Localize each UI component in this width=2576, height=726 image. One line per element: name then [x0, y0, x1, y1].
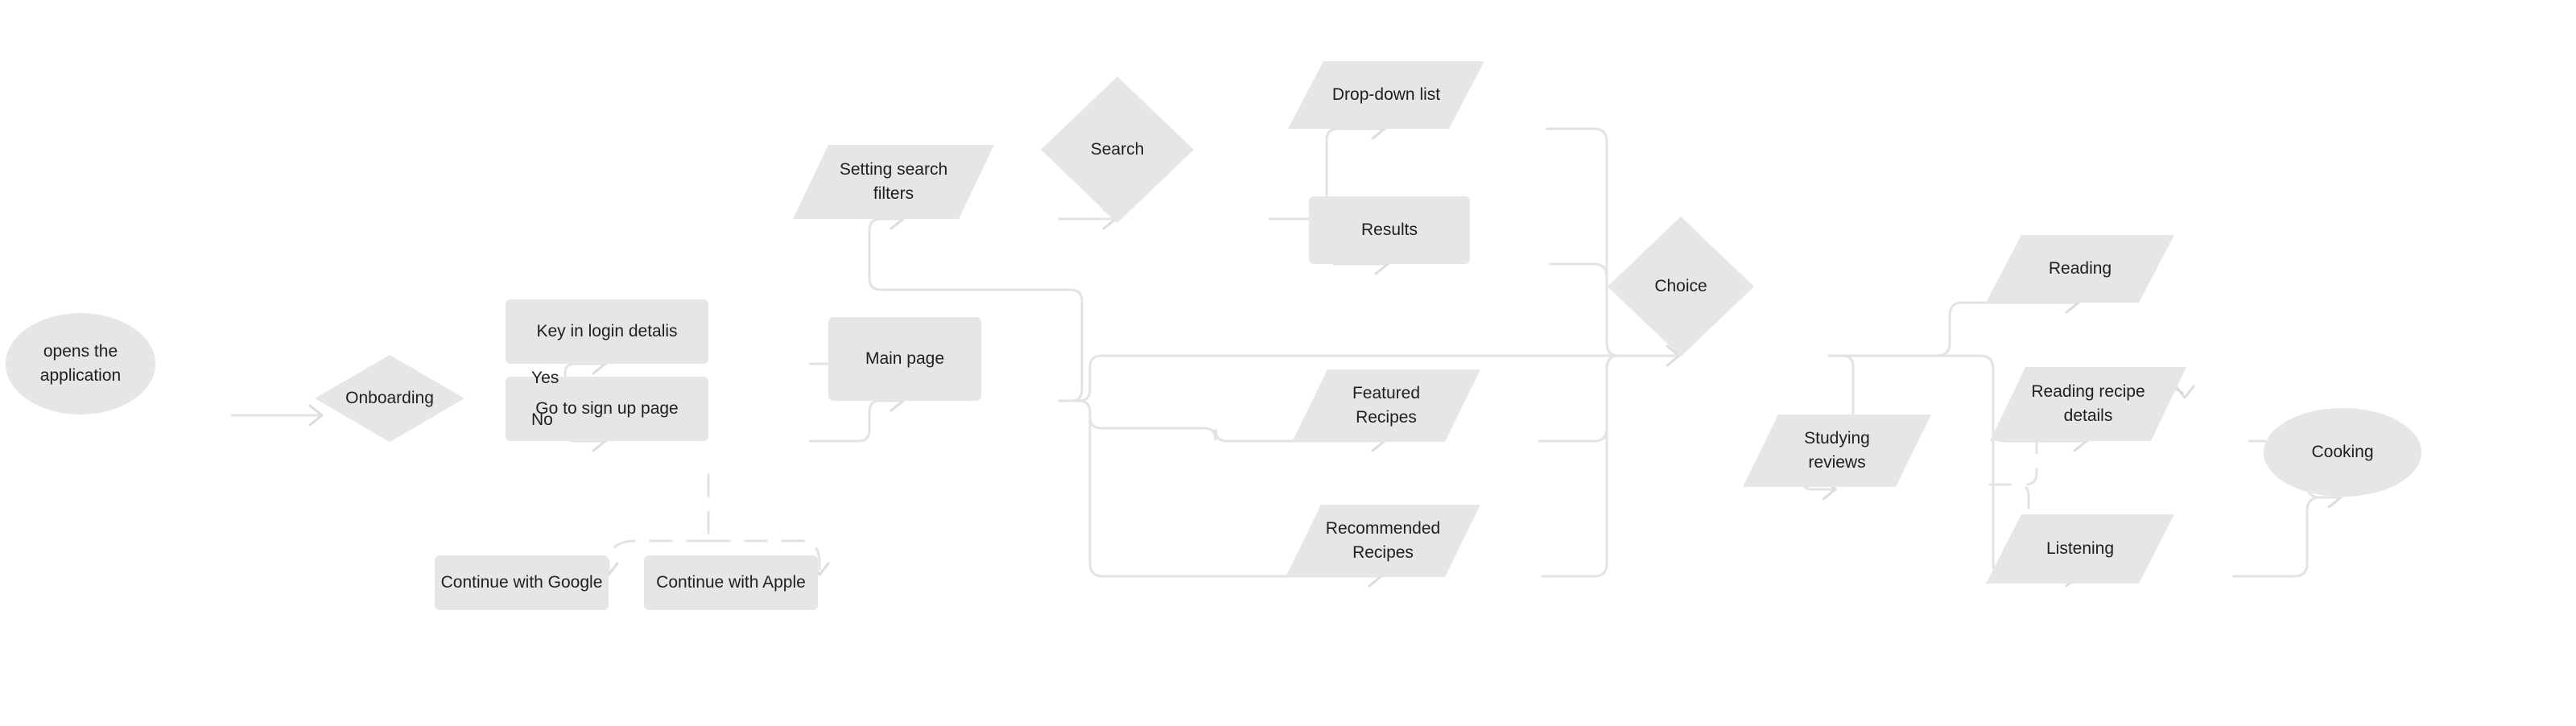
node-search[interactable]: [1041, 76, 1194, 223]
node-cooking[interactable]: [2264, 408, 2421, 497]
node-shape-parallelogram: [1986, 235, 2174, 303]
edge-label-no-label: No: [531, 410, 553, 429]
node-shape-diamond: [315, 355, 464, 442]
edge-line-main-to-filters: [868, 217, 1084, 402]
edge-line-main-to-featured: [1077, 399, 1386, 443]
node-featured-recipes[interactable]: [1292, 369, 1480, 442]
node-reading-recipe-details[interactable]: [1990, 367, 2186, 441]
node-shape-diamond: [1041, 76, 1194, 223]
node-recommended-recipes[interactable]: [1286, 505, 1480, 577]
node-shape-ellipse: [6, 313, 155, 415]
node-results[interactable]: [1309, 196, 1470, 264]
edge-line-signup-to-google: [607, 473, 710, 576]
node-listening[interactable]: [1986, 514, 2174, 584]
edge-signup-to-main: [808, 399, 905, 443]
node-shape-ellipse: [2264, 408, 2421, 497]
node-shape-parallelogram: [1288, 61, 1484, 129]
edge-listening-to-cooking: [2231, 496, 2343, 578]
node-shape-rect: [828, 317, 981, 401]
node-shape-parallelogram: [1990, 367, 2186, 441]
edge-line-recommended-to-choice: [1541, 354, 1681, 578]
node-shape-rect: [506, 299, 708, 364]
edge-recommended-to-choice: [1541, 354, 1681, 578]
edge-studying-reviews-to-listening: [1988, 483, 2030, 565]
arrow-head-icon: [2174, 385, 2195, 399]
arrow-head-icon: [308, 404, 324, 427]
node-key-in-login-detalis[interactable]: [506, 299, 708, 364]
node-shape-rect: [435, 555, 609, 610]
node-studying-reviews[interactable]: [1743, 415, 1931, 487]
node-shape-parallelogram: [1292, 369, 1480, 442]
node-choice[interactable]: [1608, 217, 1754, 357]
node-shape-parallelogram: [793, 145, 994, 219]
node-shape-rect: [506, 377, 708, 441]
edge-line-listening-to-cooking: [2231, 496, 2343, 578]
node-shape-parallelogram: [1286, 505, 1480, 577]
node-shape-diamond: [1608, 217, 1754, 357]
node-shape-rect: [644, 555, 818, 610]
node-main-page[interactable]: [828, 317, 981, 401]
node-shape-parallelogram: [1743, 415, 1931, 487]
edge-line-main-to-recommended: [1088, 410, 1383, 578]
edge-line-signup-to-main: [808, 399, 905, 443]
edge-studying-reviews-to-recipe-details: [1988, 385, 2195, 486]
node-shape-parallelogram: [1986, 514, 2174, 584]
edge-line-signup-to-apple: [707, 539, 821, 576]
edge-label-yes-label: Yes: [531, 369, 559, 387]
node-drop-down-list[interactable]: [1288, 61, 1484, 129]
node-setting-search-filters[interactable]: [793, 145, 994, 219]
node-continue-with-google[interactable]: [435, 555, 609, 610]
node-go-to-sign-up-page[interactable]: [506, 377, 708, 441]
node-shape-rect: [1309, 196, 1470, 264]
edge-line-studying-reviews-to-listening: [1988, 483, 2030, 565]
node-opens-the-application[interactable]: [6, 313, 155, 415]
node-continue-with-apple[interactable]: [644, 555, 818, 610]
node-onboarding[interactable]: [315, 355, 464, 442]
edge-opens-to-onboarding: [230, 404, 324, 427]
node-reading[interactable]: [1986, 235, 2174, 303]
